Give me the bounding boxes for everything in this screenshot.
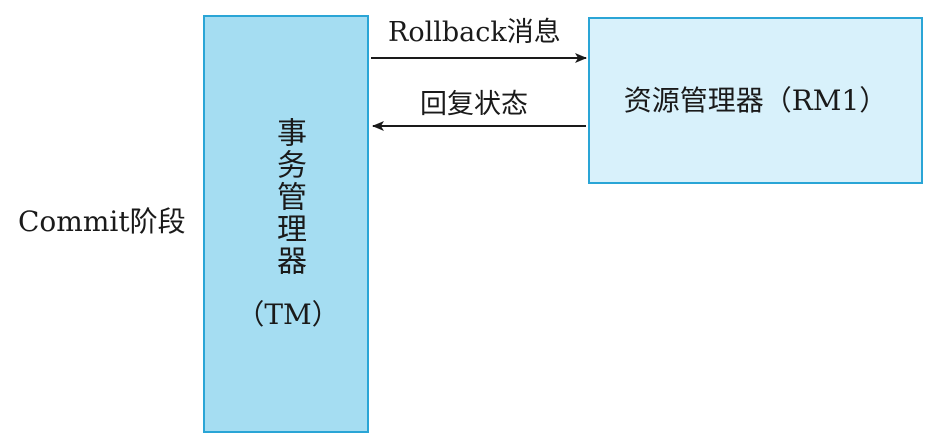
transaction-manager-box: 事务管理器 （TM） xyxy=(203,15,369,433)
commit-phase-label: Commit阶段 xyxy=(18,205,186,238)
resource-manager-box: 资源管理器（RM1） xyxy=(588,17,923,184)
reply-status-label: 回复状态 xyxy=(420,89,528,120)
resource-manager-label: 资源管理器（RM1） xyxy=(623,84,888,117)
rollback-message-label: Rollback消息 xyxy=(388,17,561,48)
transaction-manager-abbr: （TM） xyxy=(236,298,340,331)
transaction-manager-label: 事务管理器 xyxy=(271,117,306,277)
